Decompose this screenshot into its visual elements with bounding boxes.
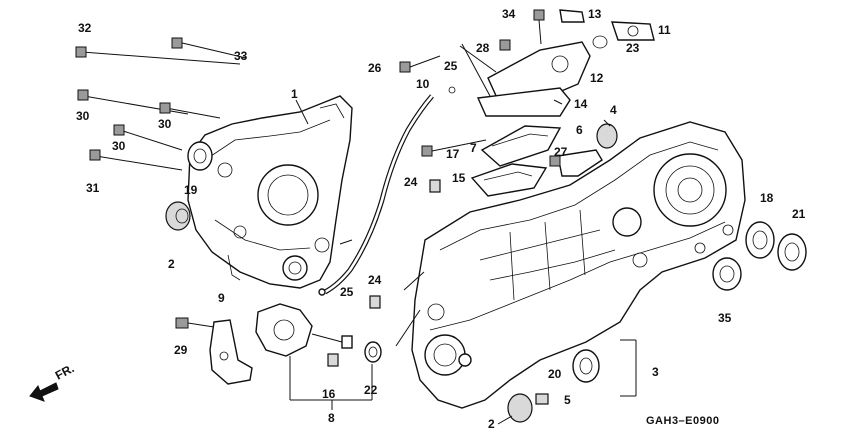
label-25a: 25 — [340, 285, 354, 299]
label-29: 29 — [174, 343, 188, 357]
label-20: 20 — [548, 367, 562, 381]
label-34: 34 — [502, 7, 516, 21]
part-labels: 32 33 1 30 30 30 31 19 2 9 29 16 8 22 24… — [76, 7, 806, 431]
oil-pump-assembly — [175, 303, 353, 385]
label-1: 1 — [291, 87, 298, 101]
label-9: 9 — [218, 291, 225, 305]
label-24a: 24 — [368, 273, 382, 287]
label-6: 6 — [576, 123, 583, 137]
label-12: 12 — [590, 71, 604, 85]
label-7: 7 — [470, 141, 477, 155]
label-25b: 25 — [444, 59, 458, 73]
intake-parts — [369, 9, 655, 309]
diagram-code: GAH3–E0900 — [646, 415, 720, 427]
label-23: 23 — [626, 41, 640, 55]
label-30b: 30 — [158, 117, 172, 131]
left-crankcase — [187, 95, 353, 289]
label-30c: 30 — [112, 139, 126, 153]
label-19: 19 — [184, 183, 198, 197]
label-8: 8 — [328, 411, 335, 425]
label-21: 21 — [792, 207, 806, 221]
label-10: 10 — [416, 77, 430, 91]
hose — [318, 94, 434, 296]
label-3: 3 — [652, 365, 659, 379]
label-22: 22 — [364, 383, 378, 397]
label-32: 32 — [78, 21, 92, 35]
label-18: 18 — [760, 191, 774, 205]
label-28: 28 — [476, 41, 490, 55]
label-11: 11 — [658, 23, 671, 37]
label-13: 13 — [588, 7, 602, 21]
front-direction-arrow: FR. — [29, 361, 77, 402]
label-16: 16 — [322, 387, 336, 401]
label-2b: 2 — [488, 417, 495, 431]
label-26: 26 — [368, 61, 382, 75]
label-27: 27 — [554, 145, 568, 159]
leader-lines — [289, 43, 637, 425]
label-2a: 2 — [168, 257, 175, 271]
label-4: 4 — [610, 103, 617, 117]
label-24b: 24 — [404, 175, 418, 189]
right-crankcase — [411, 121, 746, 409]
label-30a: 30 — [76, 109, 90, 123]
label-35: 35 — [718, 311, 732, 325]
label-15: 15 — [452, 171, 466, 185]
label-33: 33 — [234, 49, 248, 63]
bearings — [165, 123, 807, 423]
label-14: 14 — [574, 97, 588, 111]
label-31: 31 — [86, 181, 100, 195]
long-bolts — [75, 37, 247, 171]
label-5: 5 — [564, 393, 571, 407]
label-17: 17 — [446, 147, 460, 161]
direction-label: FR. — [53, 361, 77, 382]
